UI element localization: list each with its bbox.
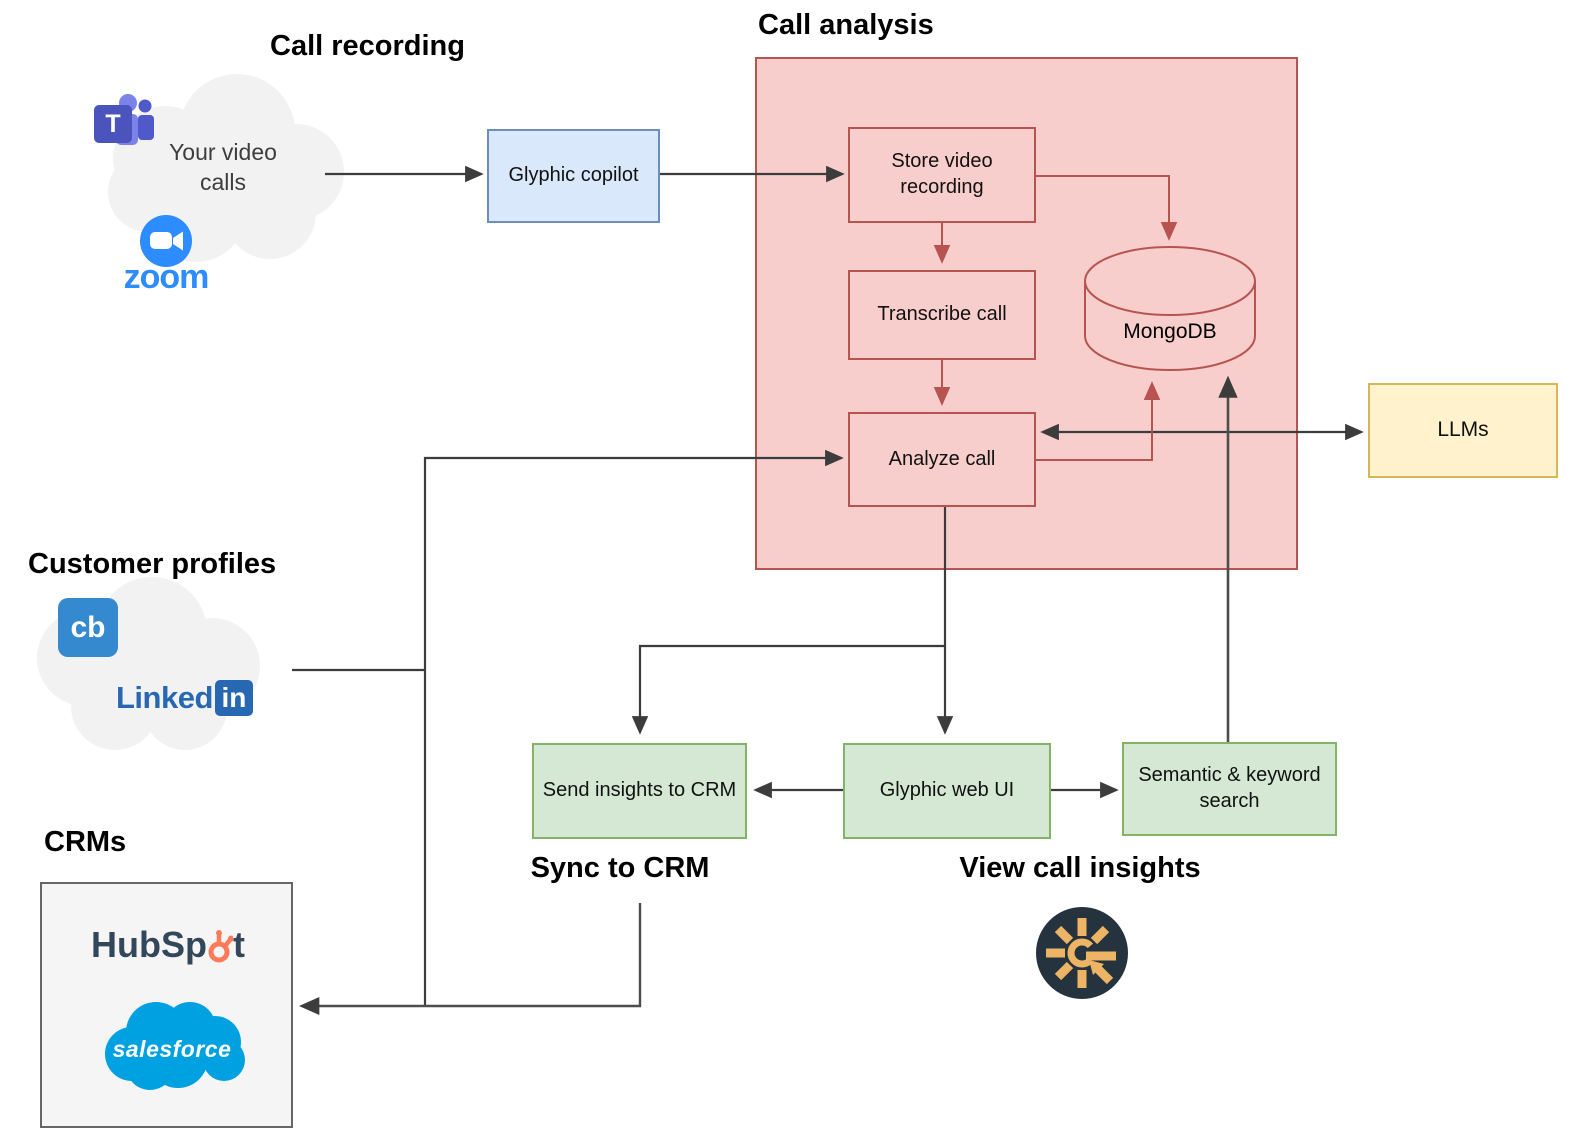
view-call-insights-title: View call insights — [959, 852, 1201, 884]
crms-title: CRMs — [44, 826, 127, 858]
linkedin-wordmark: Linked — [116, 680, 213, 715]
glyphic-web-ui-node: Glyphic web UI — [843, 743, 1051, 839]
mongodb-cylinder — [1084, 246, 1256, 371]
edge-sync-to-crms — [298, 903, 642, 1015]
edge-analyze-to-mongodb-bottom — [1036, 381, 1161, 461]
edge-profiles-to-analyze — [423, 449, 844, 1006]
transcribe-call-node: Transcribe call — [848, 270, 1036, 360]
hubspot-text-prefix: HubSp — [91, 924, 207, 965]
hubspot-sprocket-icon — [208, 930, 233, 963]
semantic-keyword-search-node: Semantic & keyword search — [1122, 742, 1337, 836]
send-insights-to-crm-node: Send insights to CRM — [532, 743, 747, 839]
analyze-call-node: Analyze call — [848, 412, 1036, 507]
hubspot-logo: HubSp t — [78, 916, 258, 966]
zoom-wordmark: zoom — [123, 258, 210, 296]
crunchbase-icon: cb — [58, 598, 118, 657]
llms-node: LLMs — [1368, 383, 1558, 478]
linkedin-logo: Linked in — [116, 680, 253, 716]
sync-to-crm-title: Sync to CRM — [530, 852, 710, 884]
linkedin-in-badge: in — [214, 680, 253, 716]
edge-store-to-mongodb — [1036, 175, 1178, 241]
your-video-calls-label: Your video calls — [169, 139, 277, 195]
teams-letter: T — [105, 109, 121, 138]
store-video-recording-node: Store video recording — [848, 127, 1036, 223]
salesforce-wordmark: salesforce — [112, 1036, 232, 1062]
zoom-icon — [140, 215, 192, 267]
mongodb-label: MongoDB — [1123, 320, 1217, 343]
crunchbase-letters: cb — [70, 610, 106, 644]
customer-profiles-title: Customer profiles — [28, 548, 277, 580]
glyphic-logo-icon — [1034, 905, 1130, 1006]
call-recording-title: Call recording — [270, 30, 465, 62]
salesforce-logo: salesforce — [92, 996, 258, 1094]
ms-teams-icon: T — [92, 93, 158, 149]
video-calls-cloud — [108, 74, 344, 262]
call-analysis-title: Call analysis — [758, 9, 934, 41]
glyphic-copilot-node: Glyphic copilot — [487, 129, 660, 223]
hubspot-text-suffix: t — [232, 924, 245, 965]
edge-analyze-down-branch — [631, 507, 947, 735]
